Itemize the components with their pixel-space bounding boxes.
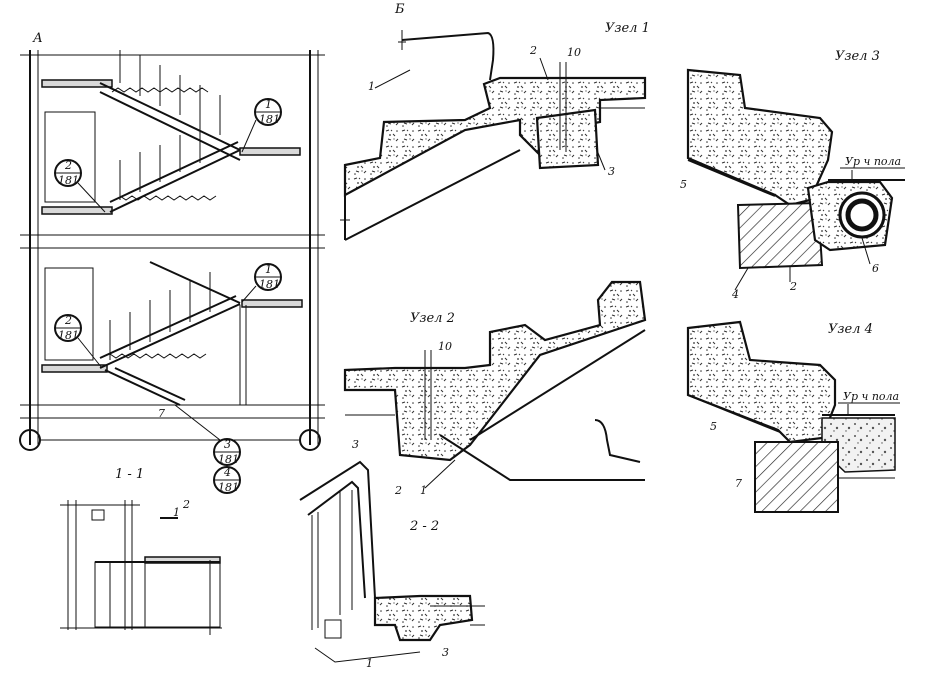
callout-1-181-upper: 1 181 <box>241 98 282 153</box>
node-3-title: Узел 3 <box>835 49 880 64</box>
svg-text:181: 181 <box>218 481 239 494</box>
node-3-mark-5: 5 <box>680 178 687 191</box>
svg-text:181: 181 <box>259 278 280 291</box>
callout-1-181-lower: 1 181 <box>241 263 282 303</box>
svg-text:181: 181 <box>58 174 79 187</box>
section-2-2-title: 2 - 2 <box>409 519 439 534</box>
svg-text:1: 1 <box>265 98 272 111</box>
svg-text:3: 3 <box>224 438 231 451</box>
node-1-mark-2: 2 <box>529 44 537 57</box>
node-2-title: Узел 2 <box>410 311 455 326</box>
node-2-detail: Узел 2 10 3 2 1 <box>343 280 647 497</box>
svg-text:2: 2 <box>64 159 72 172</box>
node-2-mark-2: 2 <box>394 484 402 497</box>
node-3-floor-level: Ур ч пола <box>845 155 901 168</box>
callout-2-181-upper: 2 181 <box>54 159 106 213</box>
node-1-title: Узел 1 <box>605 21 650 36</box>
node-4-detail: Узел 4 Ур ч пола 5 7 <box>686 320 900 513</box>
node-1-dim-10: 10 <box>567 46 581 59</box>
section-mark-1: 1 <box>173 506 180 519</box>
node-4-mark-5: 5 <box>710 420 717 433</box>
callout-3-4-181-lower: 3 181 4 181 <box>174 404 241 494</box>
section-2-2-mark-1: 1 <box>366 657 373 670</box>
svg-text:1: 1 <box>265 263 272 276</box>
node-4-title: Узел 4 <box>828 322 873 337</box>
svg-text:4: 4 <box>223 466 231 479</box>
svg-text:181: 181 <box>58 329 79 342</box>
node-1-mark-1: 1 <box>368 80 375 93</box>
node-4-floor-level: Ур ч пола <box>843 390 899 403</box>
section-mark-2: 2 <box>182 498 190 511</box>
svg-text:181: 181 <box>218 453 239 466</box>
svg-text:181: 181 <box>259 113 280 126</box>
section-b-label: Б <box>394 2 405 17</box>
section-1-1-title: 1 - 1 <box>115 467 144 482</box>
svg-text:2: 2 <box>64 314 72 327</box>
section-1-1: 1 - 1 1 2 <box>60 467 222 635</box>
stair-elevation-view: А <box>19 31 325 494</box>
plan-mark-7: 7 <box>158 407 165 420</box>
axis-a-label: А <box>32 31 43 46</box>
node-3-mark-4: 4 <box>731 288 739 301</box>
section-2-2: 2 - 2 1 3 <box>299 460 485 670</box>
node-1-detail: Б Узел 1 10 2 1 3 <box>340 2 650 241</box>
callout-2-181-lower: 2 181 <box>54 314 103 369</box>
node-3-mark-6: 6 <box>872 262 879 275</box>
node-2-mark-3: 3 <box>352 438 359 451</box>
section-2-2-mark-3: 3 <box>442 646 449 659</box>
node-3-mark-2: 2 <box>789 280 797 293</box>
node-4-mark-7: 7 <box>735 477 742 490</box>
node-1-mark-3: 3 <box>608 165 615 178</box>
node-3-detail: Узел 3 Ур ч пола 5 4 2 6 <box>680 49 905 301</box>
node-2-mark-1: 1 <box>420 484 427 497</box>
node-2-dim-10: 10 <box>438 340 452 353</box>
